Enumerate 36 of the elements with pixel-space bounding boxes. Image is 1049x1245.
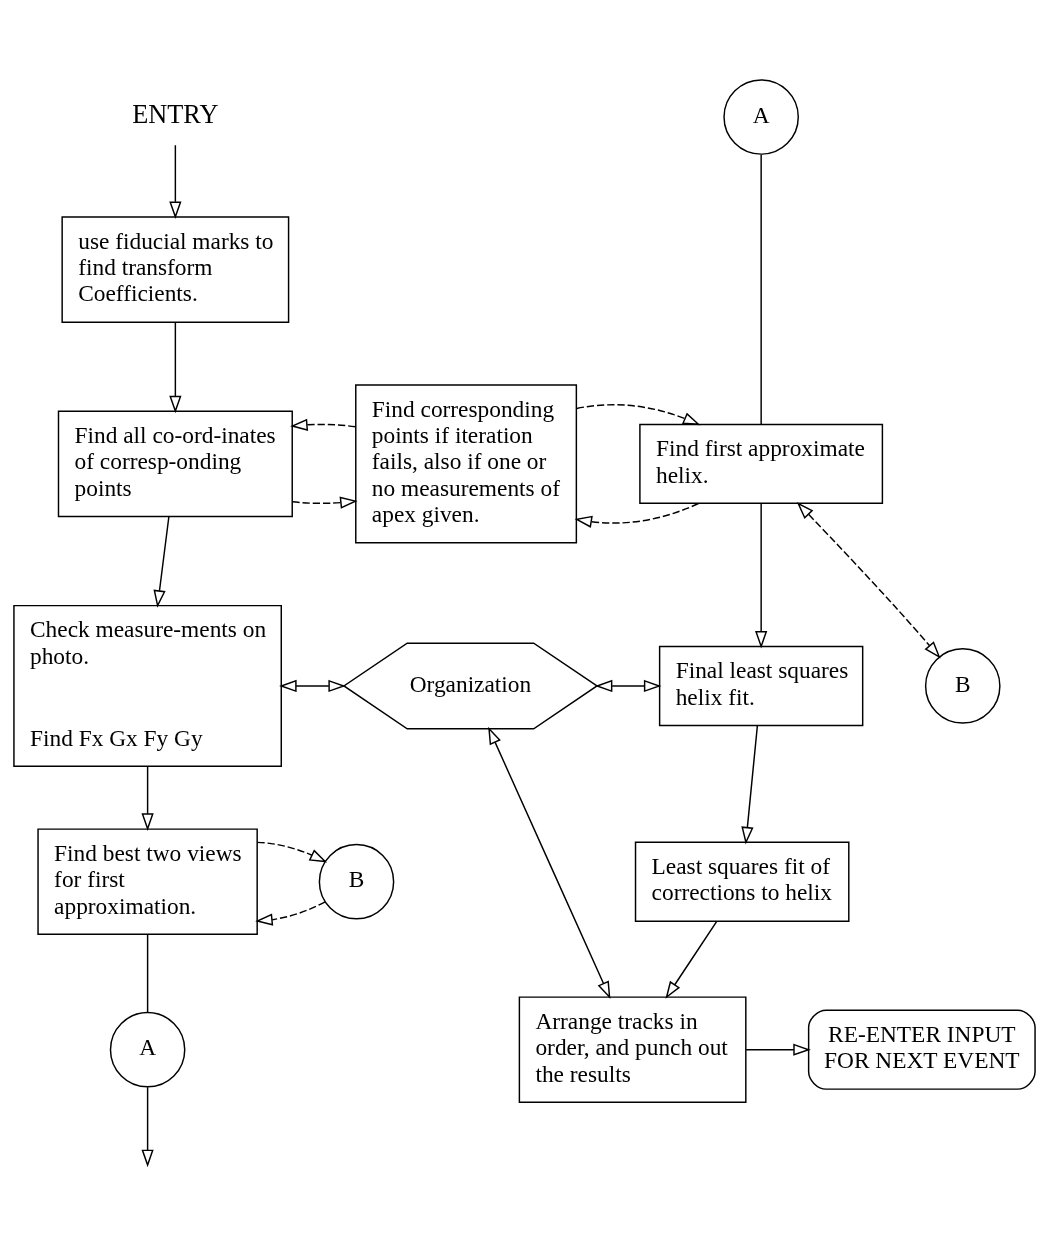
node-box: Find corresponding points if iteration fails, also if one or no measurements of apex given. — [355, 383, 578, 543]
arrow — [169, 144, 182, 219]
node-box: Arrange tracks in order, and punch out the results — [518, 995, 747, 1103]
connector — [760, 153, 762, 425]
connector — [146, 933, 149, 1013]
node-circle: A — [109, 1011, 186, 1088]
arrow — [796, 501, 941, 658]
node-circle: A — [723, 78, 799, 155]
arrow — [576, 403, 701, 425]
arrow — [255, 900, 326, 926]
node-circle: B — [318, 843, 395, 920]
arrow — [141, 765, 154, 831]
node-box: Least squares fit of corrections to helix — [634, 841, 850, 922]
node-box: use fiducial marks to find transform Coefficients. — [61, 215, 290, 323]
arrow — [153, 515, 170, 608]
node-box: RE-ENTER INPUT FOR NEXT EVENT — [807, 1009, 1036, 1090]
arrow — [141, 1086, 154, 1167]
arrow — [594, 679, 662, 692]
arrow — [755, 502, 768, 649]
arrow — [169, 321, 182, 413]
node-box: Find first approximate helix. — [639, 423, 884, 504]
arrow — [256, 841, 328, 863]
node-box: Find all co-ord-inates of corresp-onding points — [57, 410, 293, 517]
arrow — [279, 679, 346, 692]
node-box: Find best two views for first approximation. — [37, 827, 258, 935]
arrow — [745, 1043, 811, 1056]
node-box: Check measure-ments on photo. Find Fx Gx Fy Gy — [13, 604, 282, 767]
node-text: ENTRY — [132, 99, 219, 129]
arrow — [290, 418, 357, 431]
node-circle: B — [924, 647, 1001, 724]
arrow — [488, 726, 611, 999]
arrow — [291, 496, 358, 509]
arrow — [574, 502, 700, 528]
arrow — [665, 920, 718, 999]
node-box: Final least squares helix fit. — [658, 645, 864, 726]
arrow — [741, 724, 759, 844]
